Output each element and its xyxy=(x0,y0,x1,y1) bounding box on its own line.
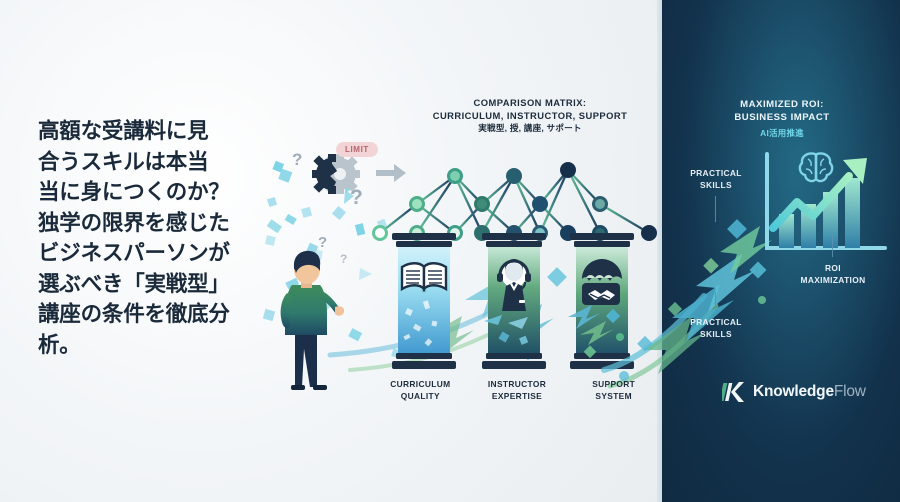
right-dark-panel xyxy=(662,0,900,502)
practical-skills-label-top: PRACTICAL SKILLS xyxy=(668,167,764,191)
pillar-curriculum xyxy=(392,233,456,369)
growth-bar-chart-with-arrow-icon xyxy=(765,152,887,250)
roi-heading-japanese: AI活用推進 xyxy=(760,127,804,138)
center-heading: COMPARISON MATRIX: CURRICULUM, INSTRUCTO… xyxy=(390,97,670,135)
knowledgeflow-logo-text: KnowledgeFlow xyxy=(753,383,866,401)
pillar-label-instructor: INSTRUCTOR EXPERTISE xyxy=(469,378,566,410)
practical-skills-top-line2: SKILLS xyxy=(700,180,732,191)
question-mark-icon: ? xyxy=(350,186,363,209)
person-figure xyxy=(280,250,345,390)
pillar-labels: CURRICULUM QUALITY INSTRUCTOR EXPERTISE … xyxy=(372,378,662,410)
roi-maximization-line1: ROI xyxy=(825,263,841,273)
center-heading-line2: CURRICULUM, INSTRUCTOR, SUPPORT xyxy=(432,109,628,121)
practical-skills-bottom-line1: PRACTICAL xyxy=(690,317,742,327)
brain-icon xyxy=(798,152,834,183)
center-heading-japanese: 実戦型, 授, 講座, サポート xyxy=(478,123,582,134)
center-heading-line1: COMPARISON MATRIX: xyxy=(473,97,587,108)
left-light-panel xyxy=(0,0,660,502)
pillar-label-curriculum-line1: CURRICULUM xyxy=(390,379,451,389)
limit-badge: LIMIT xyxy=(336,142,378,157)
pillar-label-support-line2: SYSTEM xyxy=(595,391,632,402)
roi-heading-line2: BUSINESS IMPACT xyxy=(734,112,830,124)
question-mark-icon: ? xyxy=(318,234,328,251)
practical-skills-bottom-line2: SKILLS xyxy=(700,329,732,340)
headline-text: 高額な受講料に見 合うスキルは本当 当に身につくのか？ 独学の限界を感じた ビジ… xyxy=(38,119,230,357)
rising-arrows-decoration xyxy=(601,219,772,389)
pointer-line-bottom xyxy=(715,292,717,314)
roi-heading: MAXIMIZED ROI: BUSINESS IMPACT AI活用推進 xyxy=(682,98,882,139)
roi-maximization-label: ROI MAXIMIZATION xyxy=(778,262,888,286)
roi-heading-line1: MAXIMIZED ROI: xyxy=(740,99,824,110)
pillar-label-support-line1: SUPPORT xyxy=(592,379,636,389)
practical-skills-label-bottom: PRACTICAL SKILLS xyxy=(668,316,764,340)
pointer-line-top xyxy=(715,196,717,222)
three-pillars-group xyxy=(392,233,634,369)
pillar-label-support: SUPPORT SYSTEM xyxy=(565,378,662,410)
pillar-label-instructor-line1: INSTRUCTOR xyxy=(487,379,547,389)
question-mark-icon: ? xyxy=(292,150,303,169)
knowledgeflow-logo: KnowledgeFlow xyxy=(722,379,866,405)
broken-gear-icon xyxy=(312,154,406,194)
panel-divider xyxy=(657,0,662,502)
knowledgeflow-logo-mark xyxy=(722,382,744,402)
pillar-instructor xyxy=(482,233,546,369)
pillar-label-curriculum-line2: QUALITY xyxy=(400,391,440,402)
pointer-line-roi xyxy=(832,235,834,257)
logo-word-knowledge: Knowledge xyxy=(753,383,834,400)
logo-word-flow: Flow xyxy=(833,383,866,400)
practical-skills-top-line1: PRACTICAL xyxy=(690,168,742,178)
pillar-label-instructor-line2: EXPERTISE xyxy=(491,391,543,402)
question-mark-icon: ? xyxy=(340,252,348,266)
pillar-label-curriculum: CURRICULUM QUALITY xyxy=(372,378,469,410)
roi-maximization-line2: MAXIMIZATION xyxy=(800,275,866,286)
